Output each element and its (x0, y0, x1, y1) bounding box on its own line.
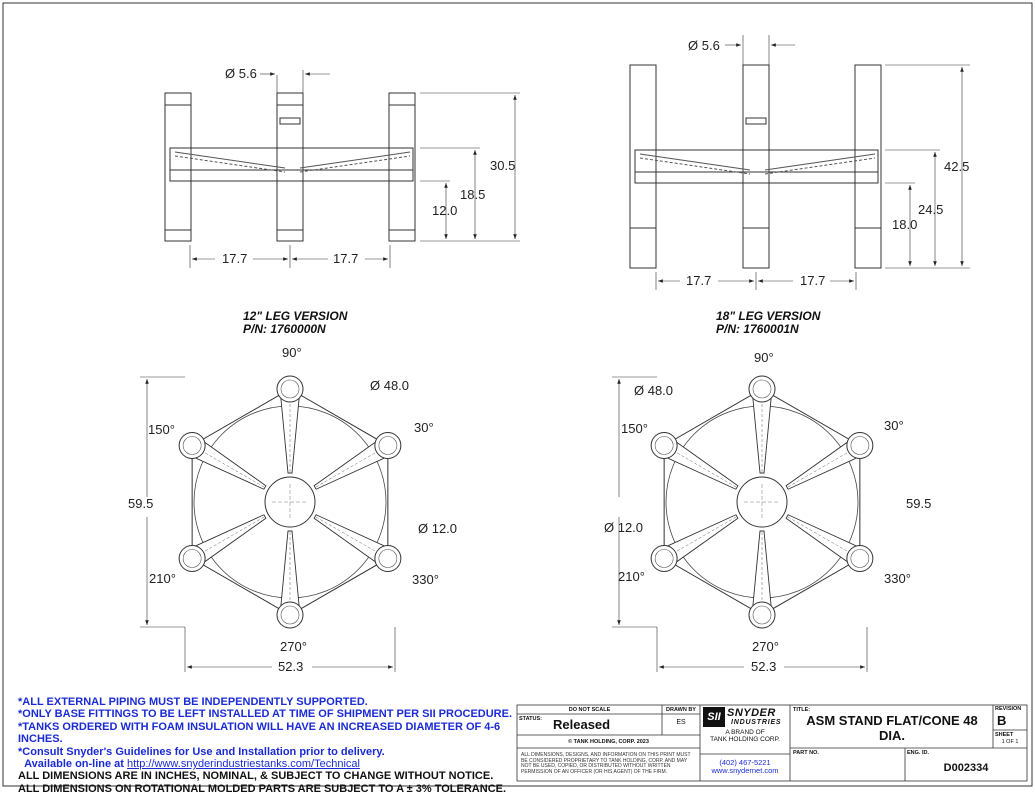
note-line-5: Available on-line at http://www.snyderin… (18, 758, 518, 770)
arm-centerline (664, 445, 738, 488)
dim-width-left: 52.3 (278, 659, 303, 674)
arm-centerline (192, 516, 266, 559)
title-block-frame (516, 704, 1028, 782)
dim-mid-height-left: 18.5 (460, 187, 485, 202)
do-not-scale: DO NOT SCALE (568, 707, 611, 713)
angle-150-right: 150° (621, 421, 648, 436)
caption-right-line1: 18" LEG VERSION (716, 309, 821, 323)
logo-word1: SNYDER (727, 707, 776, 719)
angle-30-left: 30° (414, 420, 434, 435)
status-label: STATUS: (519, 716, 543, 722)
leg-pipe-inner (280, 379, 300, 399)
angle-270-left: 270° (280, 639, 307, 654)
leg-pipe-inner (378, 436, 398, 455)
note-line-2: *ONLY BASE FITTINGS TO BE LEFT INSTALLED… (18, 708, 513, 721)
angle-90-right: 90° (754, 350, 774, 365)
leg-pipe-inner (850, 436, 870, 455)
brand-line2: TANK HOLDING CORP. (710, 736, 780, 743)
dim-span-b-left: 17.7 (333, 251, 358, 266)
arm-centerline (192, 445, 266, 488)
leg-pipe-inner (654, 436, 674, 455)
center-hub (264, 476, 316, 528)
note-line-3: *TANKS ORDERED WITH FOAM INSULATION WILL… (18, 720, 501, 746)
note-line-4: *Consult Snyder's Guidelines for Use and… (18, 745, 385, 758)
sheet-value: 1 OF 1 (1001, 739, 1019, 745)
general-notes: *ALL EXTERNAL PIPING MUST BE INDEPENDENT… (18, 696, 518, 795)
dim-outer-dia-left: Ø 48.0 (370, 378, 409, 393)
dim-height-left: 59.5 (128, 496, 153, 511)
brand-info: A BRAND OF TANK HOLDING CORP. (700, 729, 790, 743)
dim-height-right: 59.5 (906, 496, 931, 511)
dim-mid-height-right: 24.5 (918, 202, 943, 217)
arm-centerline (786, 445, 860, 488)
angle-150-left: 150° (148, 422, 175, 437)
drawing-title: ASM STAND FLAT/CONE 48 DIA. (792, 713, 992, 743)
copyright: © TANK HOLDING, CORP. 2023 (568, 739, 649, 745)
phone: (402) 467-5221 (719, 758, 771, 767)
dim-span-a-left: 17.7 (222, 251, 247, 266)
leg-pipe-inner (654, 549, 674, 568)
leg-pipe-inner (752, 379, 772, 399)
elevation-view-18in (629, 35, 970, 290)
revision-label: REVISION (995, 706, 1022, 712)
contact-info: (402) 467-5221 www.snydernet.com (700, 759, 790, 775)
caption-right-line2: P/N: 1760001N (716, 322, 799, 336)
note-line-5-prefix: Available on-line at (24, 758, 128, 771)
dim-outer-dia-right: Ø 48.0 (634, 383, 673, 398)
snyder-logo: SII SNYDER INDUSTRIES (703, 707, 788, 729)
website[interactable]: www.snydernet.com (711, 766, 779, 775)
dim-leg-height-left: 12.0 (432, 203, 457, 218)
brand-line1: A BRAND OF (725, 729, 765, 736)
legal-notice: ALL DIMENSIONS, DESIGNS, AND INFORMATION… (521, 752, 691, 775)
angle-210-right: 210° (618, 569, 645, 584)
sheet-label: SHEET (995, 732, 1014, 738)
angle-30-right: 30° (884, 418, 904, 433)
eng-id-label: ENG. ID. (907, 750, 930, 756)
part-no-label: PART NO. (793, 750, 819, 756)
leg-pipe-inner (752, 605, 772, 625)
angle-90-left: 90° (282, 345, 302, 360)
revision-value: B (997, 713, 1007, 728)
dim-total-height-right: 42.5 (944, 159, 969, 174)
caption-left-line2: P/N: 1760000N (243, 322, 326, 336)
plan-view-right (612, 375, 874, 672)
eng-id-value: D002334 (943, 762, 989, 774)
angle-330-right: 330° (884, 571, 911, 586)
angle-210-left: 210° (149, 571, 176, 586)
title-line-1: ASM STAND FLAT/CONE 48 (806, 713, 978, 728)
dim-pipe-left: Ø 5.6 (225, 66, 257, 81)
leg-pipe-inner (280, 605, 300, 625)
angle-270-right: 270° (752, 639, 779, 654)
leg-pipe-inner (850, 549, 870, 568)
elevation-view-12in (164, 70, 520, 268)
plan-view-left (140, 375, 402, 672)
drawn-by-label: DRAWN BY (666, 707, 696, 713)
arm-centerline (786, 516, 860, 559)
leg-pipe-inner (182, 436, 202, 455)
note-line-1: *ALL EXTERNAL PIPING MUST BE INDEPENDENT… (18, 696, 368, 708)
dim-inner-dia-right: Ø 12.0 (604, 520, 643, 535)
arm-centerline (664, 516, 738, 559)
drawn-by: ES (676, 719, 686, 726)
dim-inner-dia-left: Ø 12.0 (418, 521, 457, 536)
logo-word2: INDUSTRIES (731, 719, 782, 726)
leg-pipe-inner (182, 549, 202, 568)
dim-pipe-right: Ø 5.6 (688, 38, 720, 53)
status-value: Released (553, 717, 611, 732)
dim-leg-height-right: 18.0 (892, 217, 917, 232)
dim-width-right: 52.3 (751, 659, 776, 674)
title-label: TITLE: (793, 707, 811, 713)
center-hub (736, 476, 788, 528)
dim-total-height-left: 30.5 (490, 158, 515, 173)
logo-mark: SII (703, 707, 725, 727)
angle-330-left: 330° (412, 572, 439, 587)
note-line-6: ALL DIMENSIONS ARE IN INCHES, NOMINAL, &… (18, 770, 494, 783)
leg-pipe-inner (378, 549, 398, 568)
dim-span-a-right: 17.7 (686, 273, 711, 288)
technical-link[interactable]: http://www.snyderindustriestanks.com/Tec… (127, 758, 360, 771)
caption-left-line1: 12" LEG VERSION (243, 309, 348, 323)
title-line-2: DIA. (879, 728, 905, 743)
dim-span-b-right: 17.7 (800, 273, 825, 288)
